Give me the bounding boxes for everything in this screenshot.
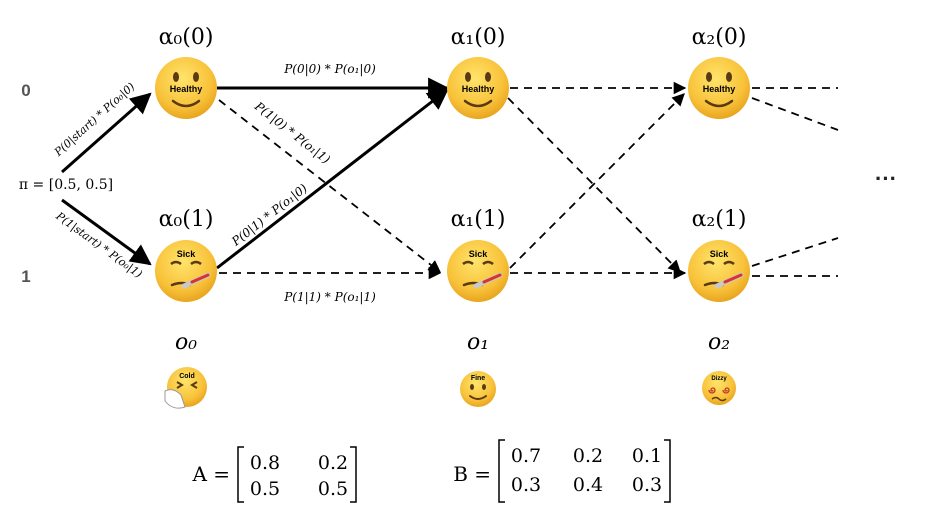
healthy-face-icon: Healthy [447,57,509,119]
sick-badge: Sick [710,249,730,259]
matrix-b-cell: 0.4 [573,474,603,496]
dizzy-face-icon: Dizzy [702,371,736,405]
matrix-a-cell: 0.8 [250,452,280,474]
fine-badge: Fine [471,375,485,382]
cold-badge: Cold [179,373,195,380]
sick-face-icon: Sick [688,240,750,302]
healthy-face-icon: Healthy [688,57,750,119]
alpha-2-0: α₂(0) [692,25,747,50]
matrix-a-cell: 0.5 [318,478,348,500]
sick-face-icon: Sick [447,240,509,302]
matrix-a-cell: 0.2 [318,452,348,474]
smiling-face-icon: Fine [460,371,496,407]
sneezing-face-icon: Cold [164,367,207,409]
healthy-face-icon: Healthy [155,57,217,119]
matrix-b-cell: 0.3 [511,474,541,496]
edge-1-to-0-label: P(0|1) * P(o₁|0) [228,181,310,249]
edge-1-to-0 [216,88,449,270]
matrix-b-cell: 0.7 [511,445,541,467]
matrix-b-right-bracket [664,439,671,503]
edge-0-to-1-label: P(1|0) * P(o₁|1) [251,99,333,167]
matrix-b-left-bracket [498,439,505,503]
matrix-a-cell: 0.5 [250,478,280,500]
alpha-1-0: α₁(0) [451,25,506,50]
alpha-0-0: α₀(0) [159,25,214,50]
edge-t2-1-cont-up [751,237,839,267]
edge-0-to-1 [218,99,441,273]
sick-badge: Sick [469,249,489,259]
healthy-badge: Healthy [170,84,203,94]
initial-distribution: π = [0.5, 0.5] [19,177,113,193]
observation-0-label: o₀ [175,330,197,355]
matrix-a-left-bracket [237,446,244,503]
matrix-a-right-bracket [350,446,357,503]
observation-1-label: o₁ [467,330,489,355]
edge-0-to-0-label: P(0|0) * P(o₁|0) [283,62,376,76]
row-label-1: 1 [21,267,30,286]
alpha-2-1: α₂(1) [692,207,747,232]
healthy-badge: Healthy [462,84,495,94]
start-edge-0-label: P(0|start) * P(o₀|0) [51,80,138,160]
sick-badge: Sick [177,249,197,259]
row-label-0: 0 [21,81,30,100]
observation-2-label: o₂ [708,330,730,355]
matrix-b-cell: 0.3 [632,474,662,496]
ellipsis: ··· [875,166,897,191]
matrix-b-name: B = [453,462,491,486]
alpha-0-1: α₀(1) [159,207,214,232]
start-edge-1 [61,198,152,266]
edge-t1-0-to-1 [507,97,681,273]
start-edge-1-label: P(1|start) * P(o₀|1) [52,209,145,282]
edge-t1-1-to-0 [509,93,685,269]
sick-face-icon: Sick [155,240,217,302]
matrix-b-cell: 0.2 [573,445,603,467]
healthy-badge: Healthy [703,84,736,94]
start-edge-0 [61,92,152,174]
dizzy-badge: Dizzy [711,376,727,382]
edge-t2-0-cont-down [751,97,839,131]
matrix-a-name: A = [191,462,230,486]
edge-1-to-1-label: P(1|1) * P(o₁|1) [283,290,376,304]
alpha-1-1: α₁(1) [451,207,506,232]
matrix-b-cell: 0.1 [632,445,662,467]
